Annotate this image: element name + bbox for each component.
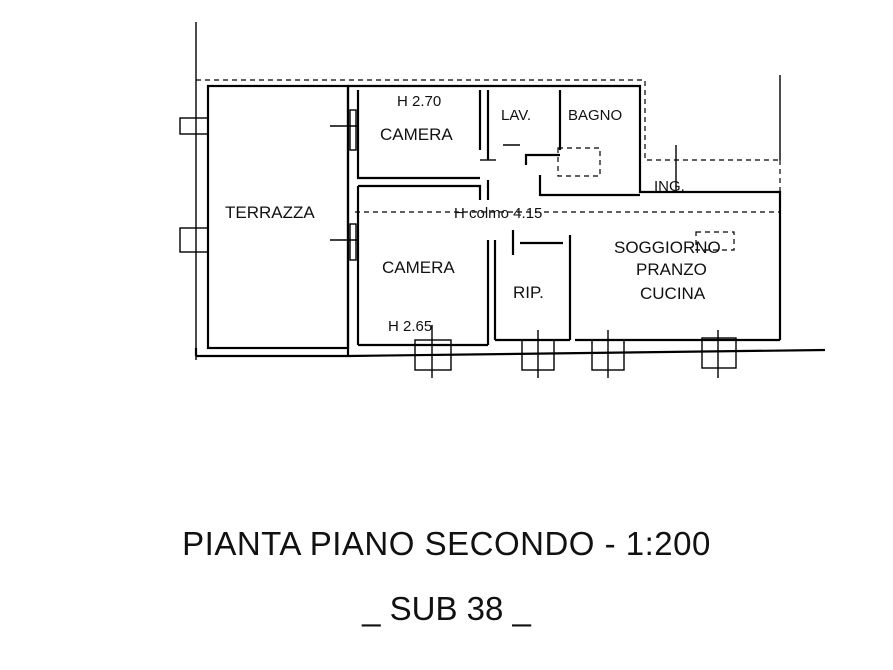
windows bbox=[179, 109, 737, 378]
fixtures bbox=[480, 144, 735, 251]
label-camera-top-height: H 2.70 bbox=[397, 93, 441, 110]
label-lav: LAV. bbox=[501, 107, 531, 124]
label-soggiorno: SOGGIORNO bbox=[614, 238, 721, 257]
label-camera-top: CAMERA bbox=[380, 125, 453, 144]
label-bagno: BAGNO bbox=[568, 107, 622, 124]
plan-title: PIANTA PIANO SECONDO - 1:200 bbox=[182, 525, 711, 562]
label-colmo: H colmo 4.15 bbox=[454, 205, 542, 222]
label-pranzo: PRANZO bbox=[636, 260, 707, 279]
label-cucina: CUCINA bbox=[640, 284, 706, 303]
label-camera-bottom-height: H 2.65 bbox=[388, 318, 432, 335]
label-camera-bottom: CAMERA bbox=[382, 258, 455, 277]
label-ing: ING. bbox=[654, 178, 685, 195]
label-rip: RIP. bbox=[513, 283, 544, 302]
plan-subtitle: _ SUB 38 _ bbox=[362, 590, 531, 627]
label-terrazza: TERRAZZA bbox=[225, 203, 315, 222]
